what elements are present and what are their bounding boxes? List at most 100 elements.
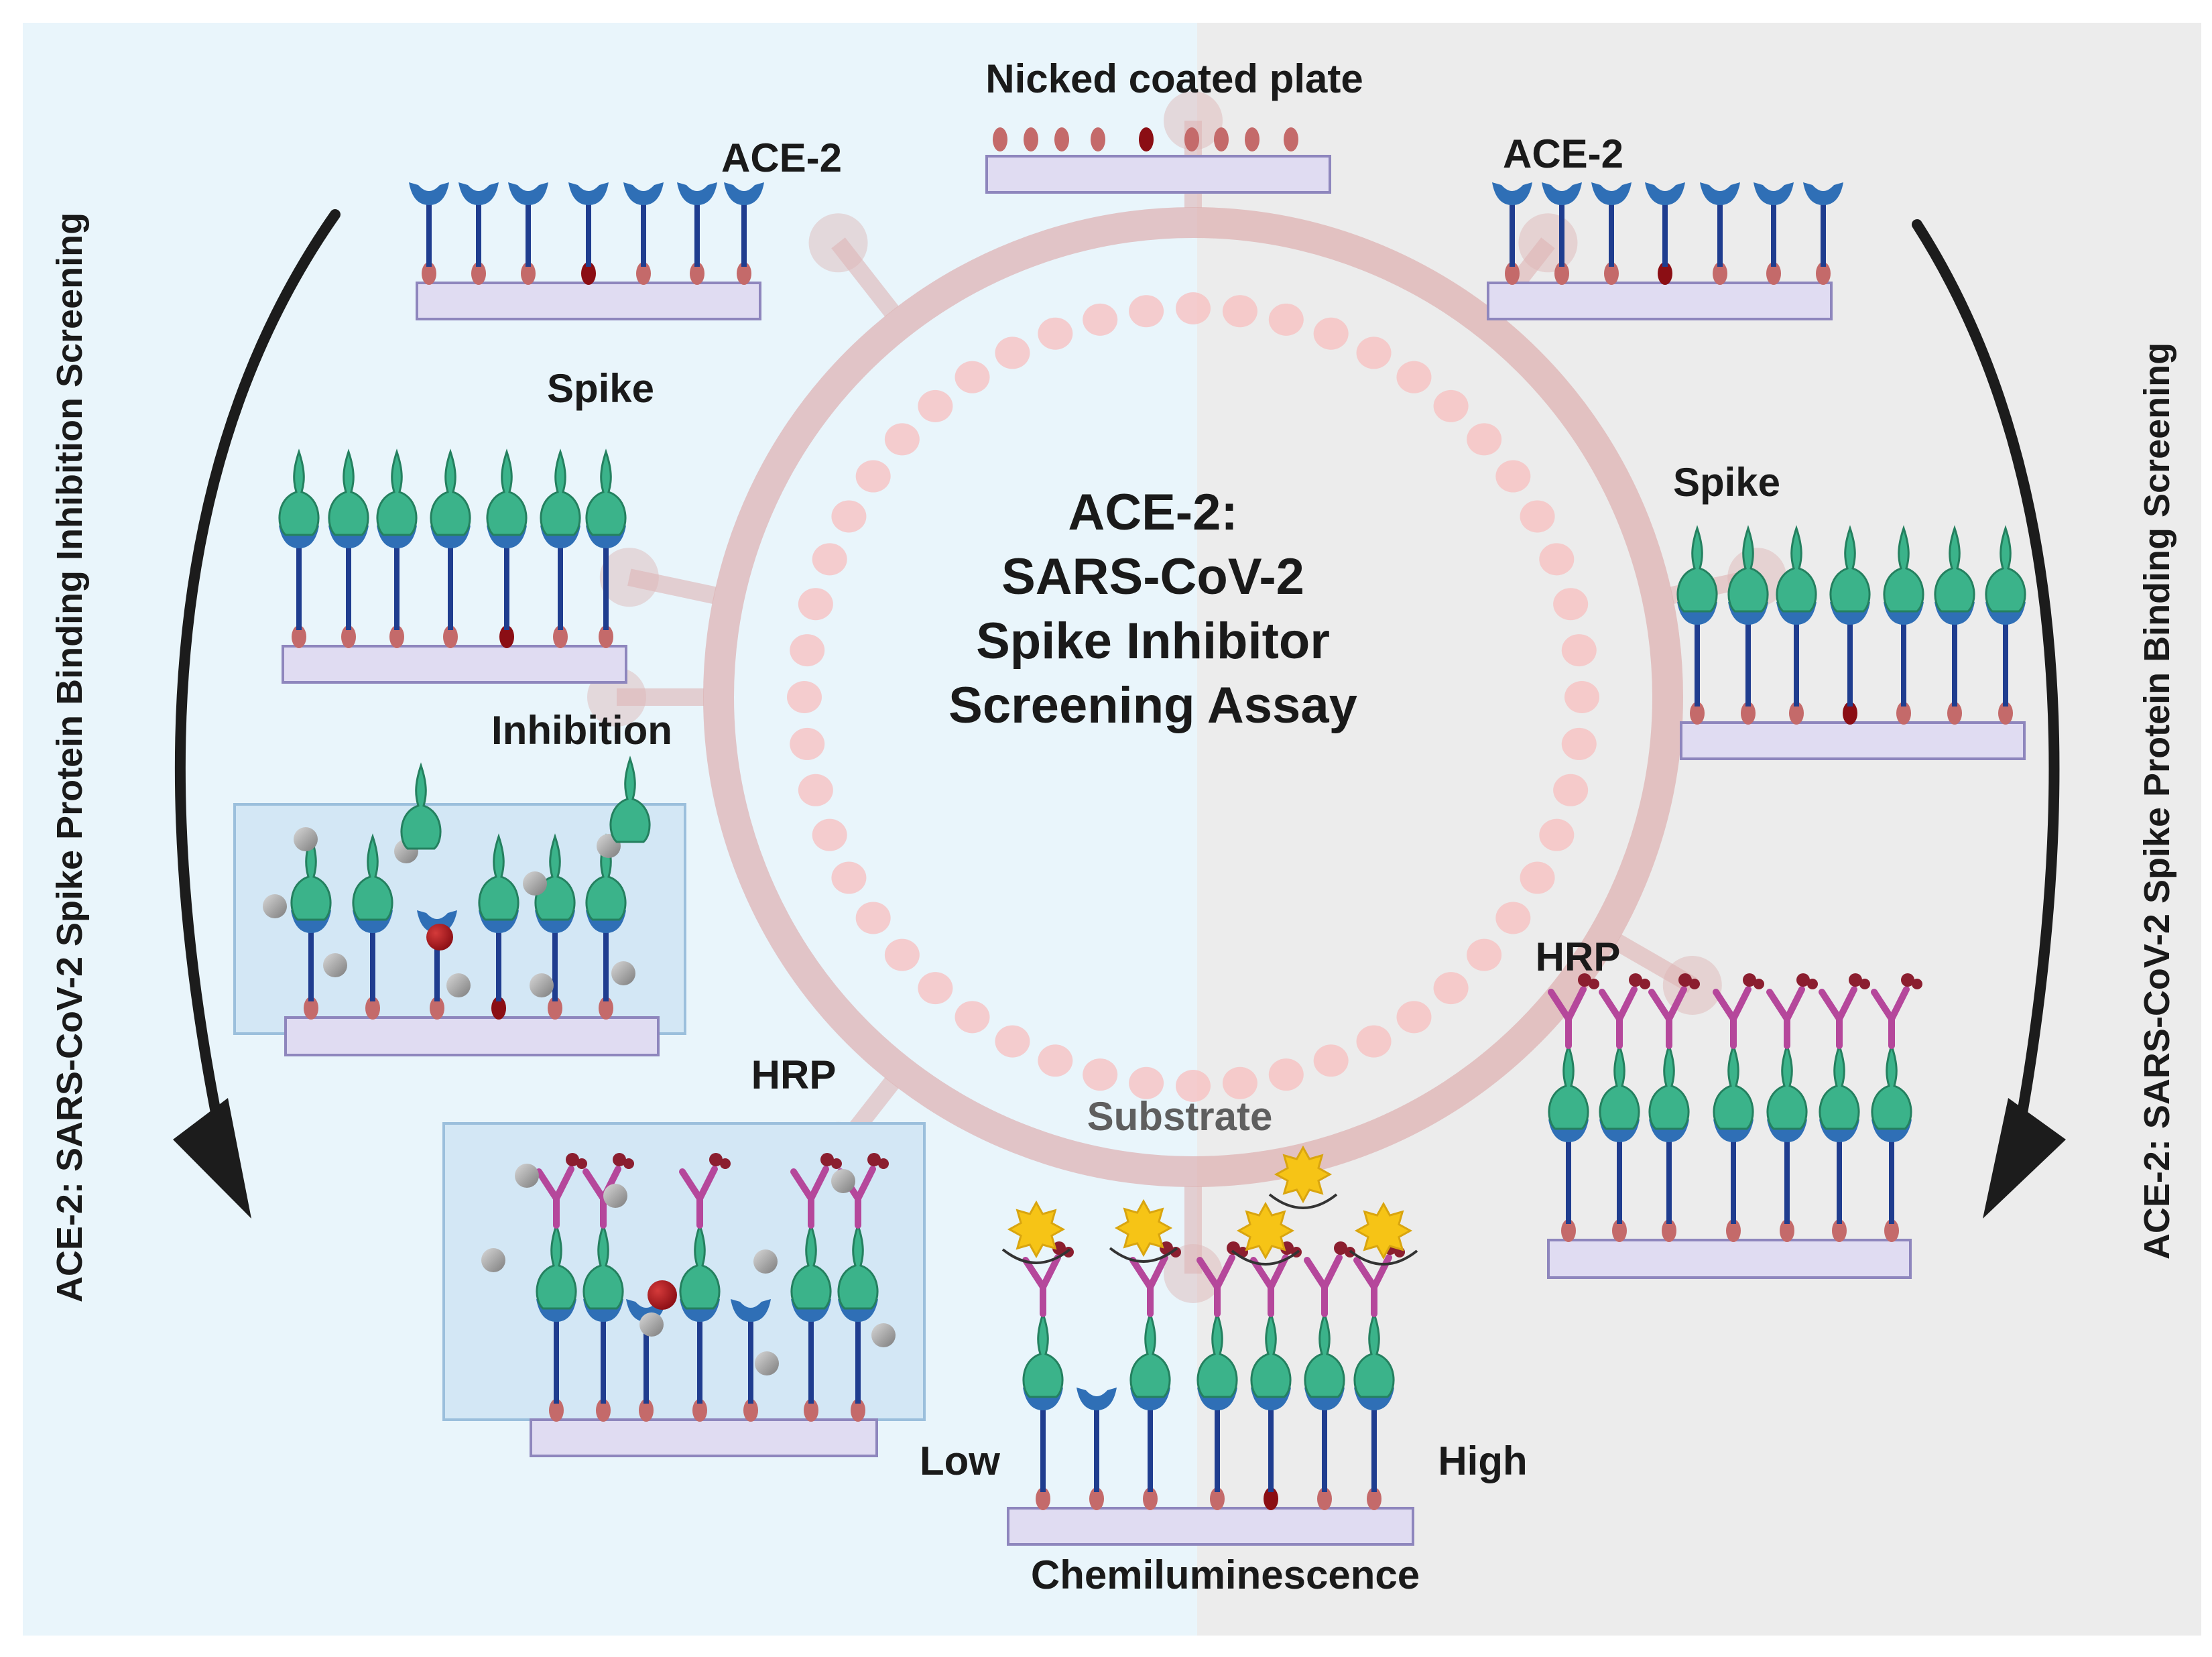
spike-protein — [1648, 1042, 1690, 1130]
ring-bead — [1539, 818, 1575, 851]
receptor-anchor — [1036, 1487, 1050, 1510]
receptor-anchor — [743, 1399, 758, 1422]
receptor-anchor — [1780, 1219, 1794, 1242]
substrate-star — [1354, 1201, 1413, 1260]
spike-protein — [352, 833, 393, 921]
ring-bead — [1313, 1044, 1349, 1077]
ring-beads — [787, 292, 1599, 1102]
label-inhibition: Inhibition — [491, 708, 672, 753]
plate-anchor — [1245, 127, 1259, 151]
reaction-arrow — [1268, 1193, 1338, 1209]
receptor-anchor — [1741, 702, 1756, 725]
label-hrp-left: HRP — [751, 1052, 837, 1097]
detection-antibody — [1548, 986, 1587, 1049]
inhibitor-ball-red — [426, 924, 453, 950]
ring-spoke-knob — [1164, 1244, 1223, 1303]
hrp-enzyme — [720, 1158, 731, 1169]
spike-protein — [1871, 1042, 1912, 1130]
ring-bead — [995, 336, 1030, 369]
receptor-anchor — [1690, 702, 1705, 725]
ring-bead — [1396, 361, 1432, 393]
receptor-anchor — [491, 997, 506, 1020]
ring-bead — [1539, 543, 1575, 576]
ring-spoke-knob — [1518, 213, 1578, 273]
inhibition-row — [290, 833, 627, 1020]
receptor-anchor — [365, 997, 380, 1020]
detection-antibody — [1353, 1254, 1392, 1317]
hrp-row-left — [536, 1153, 889, 1422]
plate-anchor — [1284, 127, 1298, 151]
ring-bead — [918, 389, 953, 422]
ring-bead — [1564, 681, 1599, 713]
detection-antibody — [1713, 986, 1752, 1049]
receptor-anchor — [692, 1399, 707, 1422]
hrp-enzyme — [1640, 979, 1650, 989]
right-curved-arrow — [1912, 219, 2060, 1145]
receptor-anchor — [1505, 262, 1520, 285]
hrp-enzyme — [1578, 973, 1591, 987]
ace2-receptor — [568, 182, 609, 205]
receptor-anchor — [1998, 702, 2013, 725]
ring-bead — [1553, 588, 1589, 621]
spike-protein — [400, 762, 442, 850]
molecules — [278, 182, 2026, 1510]
spike-protein — [1727, 525, 1769, 613]
label-spike-right: Spike — [1673, 460, 1780, 505]
receptor-anchor — [1554, 262, 1569, 285]
ring-bead — [790, 634, 825, 667]
ring-bead — [790, 727, 825, 760]
ring-bead — [1520, 861, 1555, 894]
ring-bead — [1313, 317, 1349, 350]
inhibitor-ball — [294, 827, 318, 851]
plate-hrp-left — [530, 1418, 878, 1457]
receptor-anchor — [636, 262, 651, 285]
ring-bead — [787, 681, 822, 713]
label-nicked-coated-plate: Nicked coated plate — [985, 56, 1363, 101]
hrp-enzyme — [878, 1158, 889, 1169]
ring-bead — [918, 972, 953, 1005]
title-line-4: Screening Assay — [948, 677, 1357, 734]
spike-protein — [328, 448, 369, 536]
hrp-enzyme — [566, 1153, 579, 1166]
receptor-anchor — [1658, 262, 1672, 285]
ring-bead — [884, 938, 920, 971]
ring-bead — [1356, 336, 1392, 369]
ring-spoke-knob — [599, 548, 659, 607]
receptor-anchor — [499, 625, 514, 648]
inhibitor-ball — [611, 961, 635, 985]
receptor-anchor — [596, 1399, 611, 1422]
ring-bead — [812, 818, 847, 851]
receptor-anchor — [737, 262, 751, 285]
title-line-2: SARS-CoV-2 — [1001, 548, 1304, 605]
ring-bead — [1396, 1001, 1432, 1034]
ace2-row-left — [409, 182, 764, 285]
right-arrowhead — [1983, 1098, 2066, 1219]
ace2-row-right — [1492, 182, 1843, 285]
plate-ace2-right — [1487, 282, 1833, 320]
ring-bead — [798, 774, 833, 806]
spike-protein — [1548, 1042, 1589, 1130]
inhibitor-ball — [446, 973, 471, 997]
spike-protein — [837, 1222, 879, 1310]
spike-protein — [1129, 1310, 1171, 1398]
ring-bead — [1433, 389, 1469, 422]
detection-antibody — [1250, 1254, 1289, 1317]
inhibitor-ball — [530, 973, 554, 997]
detection-antibody — [1022, 1254, 1061, 1317]
detection-antibody — [1648, 986, 1687, 1049]
substrate-star — [1114, 1199, 1173, 1257]
ace2-receptor — [1077, 1388, 1117, 1410]
hrp-enzyme — [1743, 973, 1756, 987]
ring-bead — [1038, 1044, 1073, 1077]
plate-anchor — [1024, 127, 1038, 151]
hrp-enzyme — [1589, 979, 1599, 989]
ace2-receptor — [1803, 182, 1843, 205]
ring-bead — [955, 1001, 990, 1034]
receptor-anchor — [549, 1399, 564, 1422]
receptor-anchor — [1816, 262, 1831, 285]
spike-protein — [1713, 1042, 1754, 1130]
inhibitor-ball — [481, 1248, 505, 1272]
receptor-anchor — [599, 625, 613, 648]
